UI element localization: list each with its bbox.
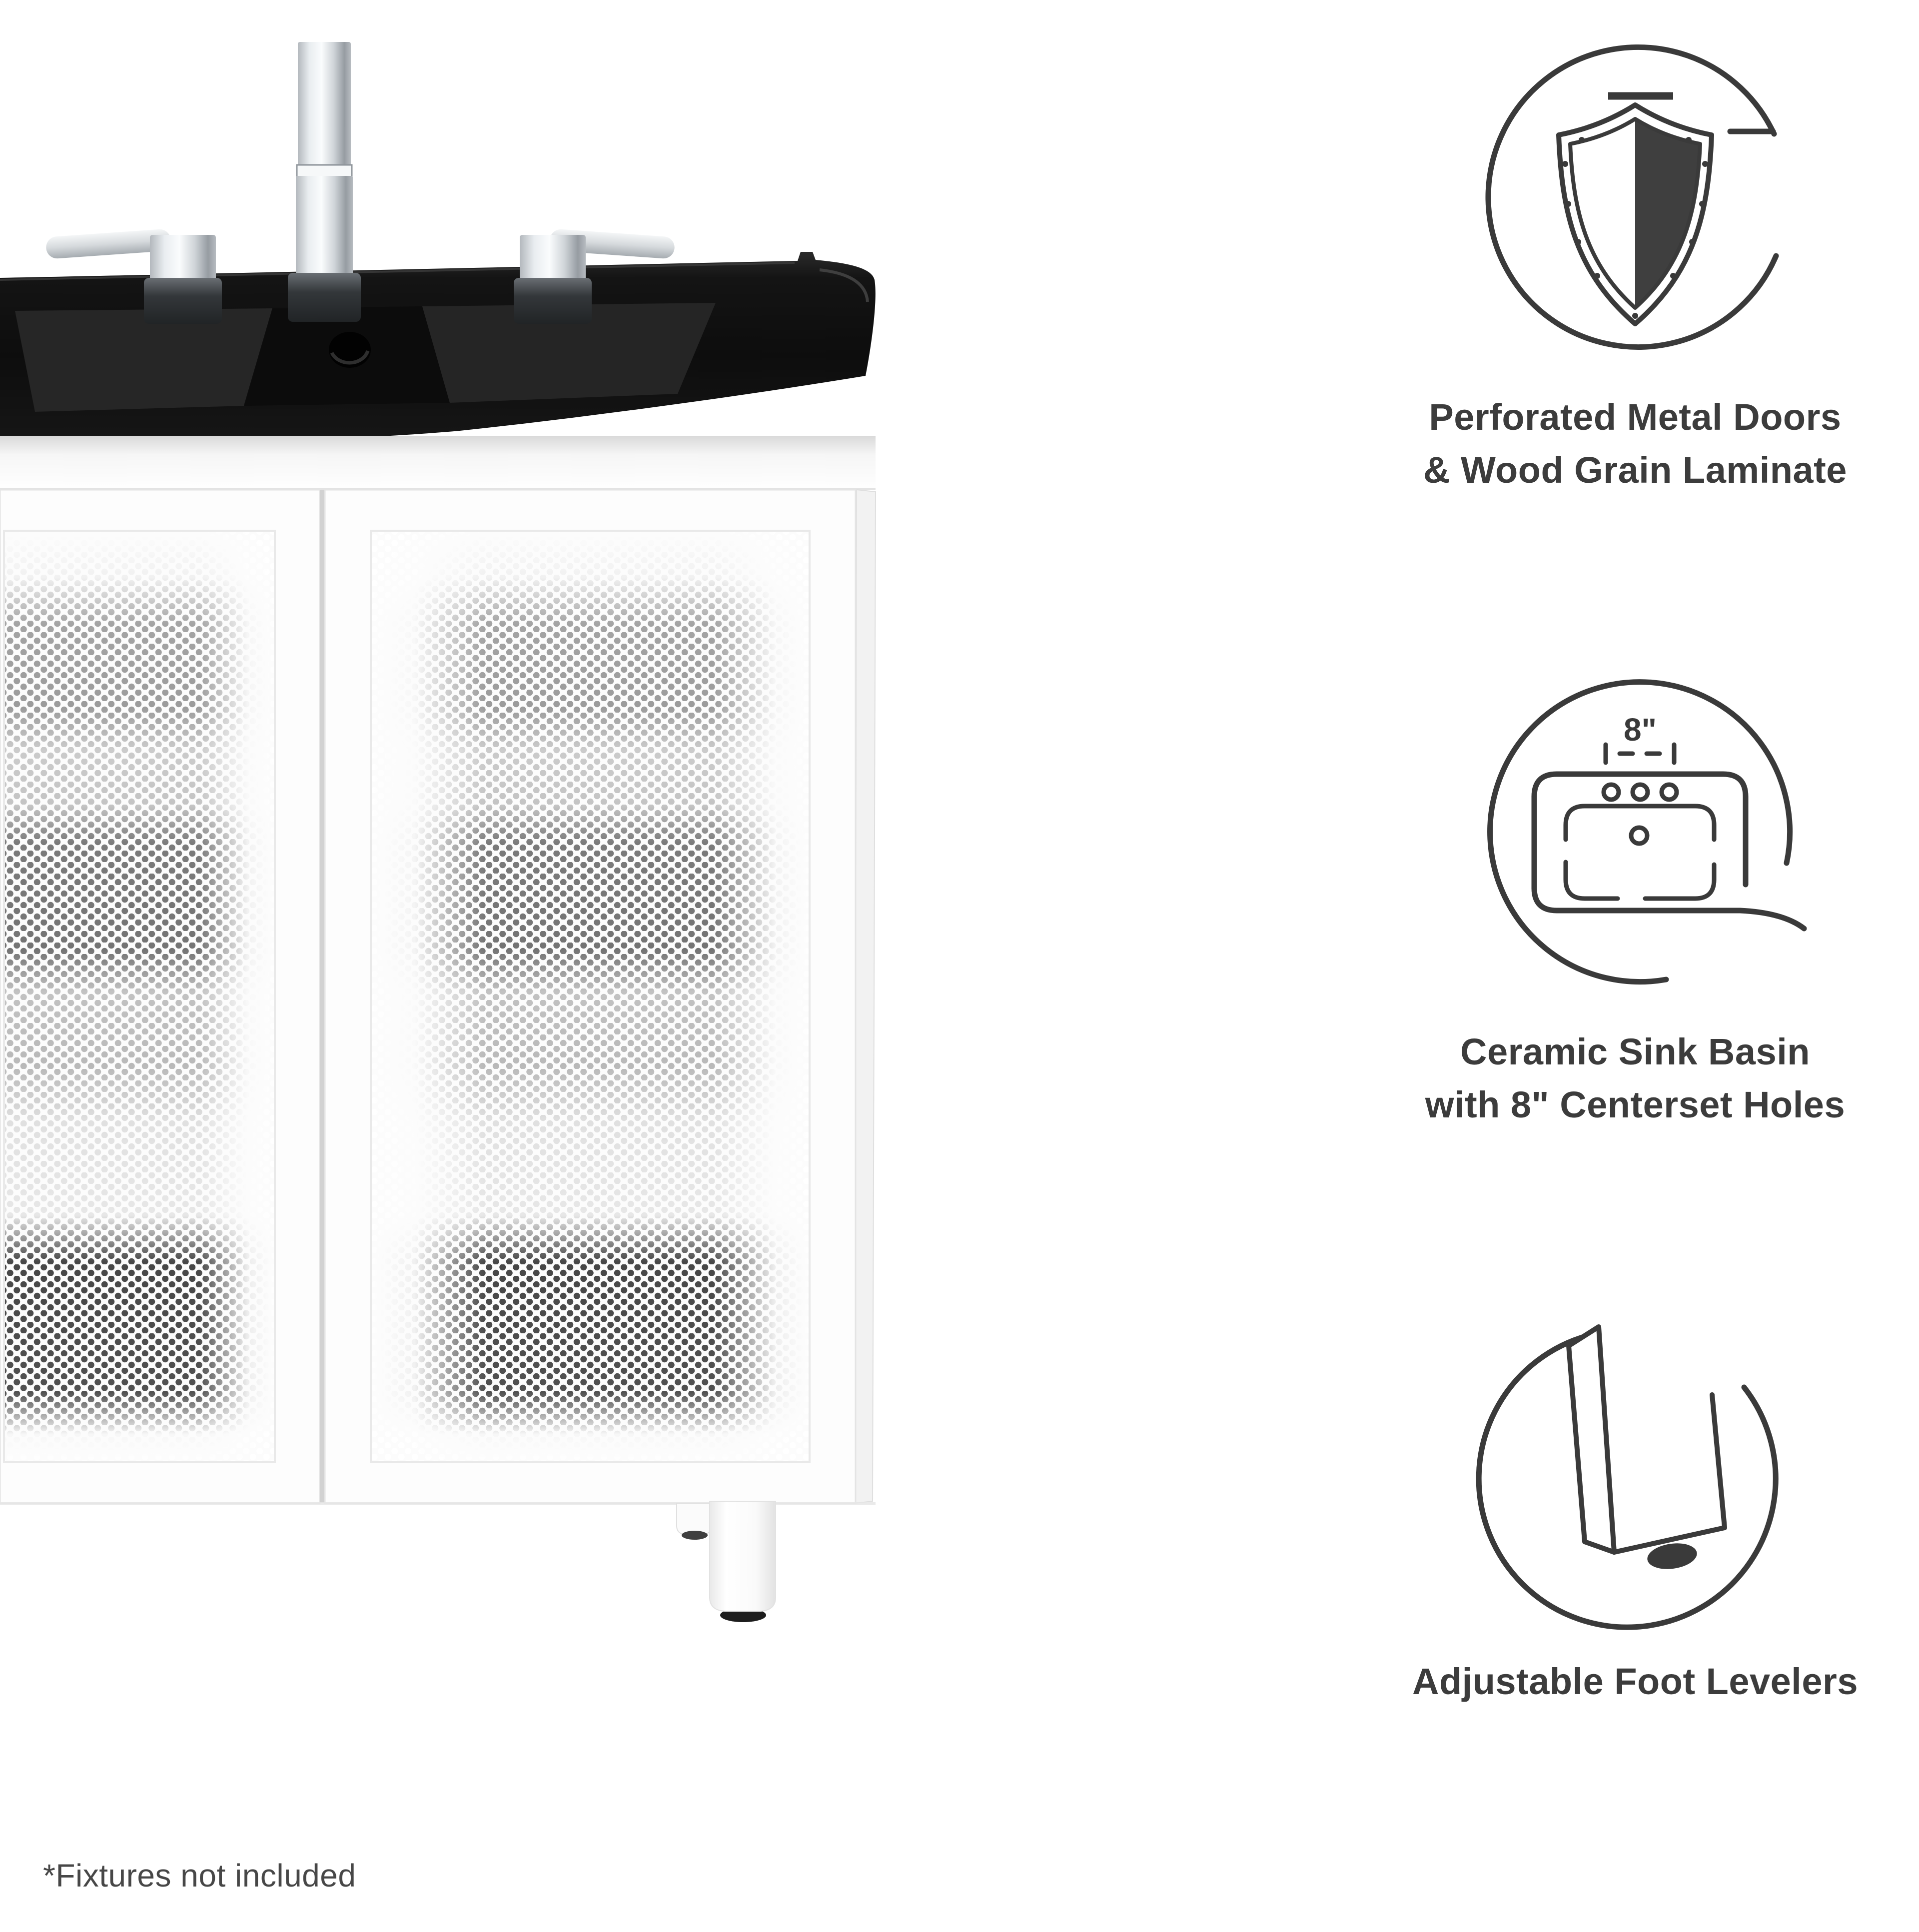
centerset-measurement-label: 8" [1624,712,1657,748]
leg-glyph [1566,1324,1727,1569]
feature-label-doors-line2: & Wood Grain Laminate [1423,449,1847,491]
feature-label-levelers: Adjustable Foot Levelers [1320,1655,1919,1708]
black-ceramic-sink-top [0,252,876,441]
feature-label-levelers-line1: Adjustable Foot Levelers [1412,1661,1858,1702]
vanity-cabinet [0,436,877,1505]
shield-glyph [1556,92,1714,326]
perforated-door-left [0,489,321,1504]
feature-label-sink-line1: Ceramic Sink Basin [1460,1031,1810,1072]
door-seam [320,490,325,1503]
perforated-door-right [324,489,857,1504]
cabinet-side-panel [854,489,877,1504]
feature-label-sink-line2: with 8" Centerset Holes [1425,1084,1846,1125]
fixtures-footnote: *Fixtures not included [43,1858,356,1894]
chrome-handle-left [46,229,222,324]
feature-label-sink: Ceramic Sink Basin with 8" Centerset Hol… [1320,1025,1919,1131]
chrome-handle-right [514,229,675,324]
cabinet-top-rail [0,436,876,491]
foot-leveler-front [709,1501,776,1622]
sink-centerset-icon: 8" [1487,679,1807,985]
chrome-faucet-spout [288,42,361,322]
feature-label-doors: Perforated Metal Doors & Wood Grain Lami… [1320,391,1919,497]
foot-leveler-icon [1476,1324,1779,1630]
vanity-product-image [0,42,877,1622]
foot-leveler-rear [676,1503,712,1540]
shield-half-icon [1485,44,1779,350]
feature-label-doors-line1: Perforated Metal Doors [1429,396,1842,438]
